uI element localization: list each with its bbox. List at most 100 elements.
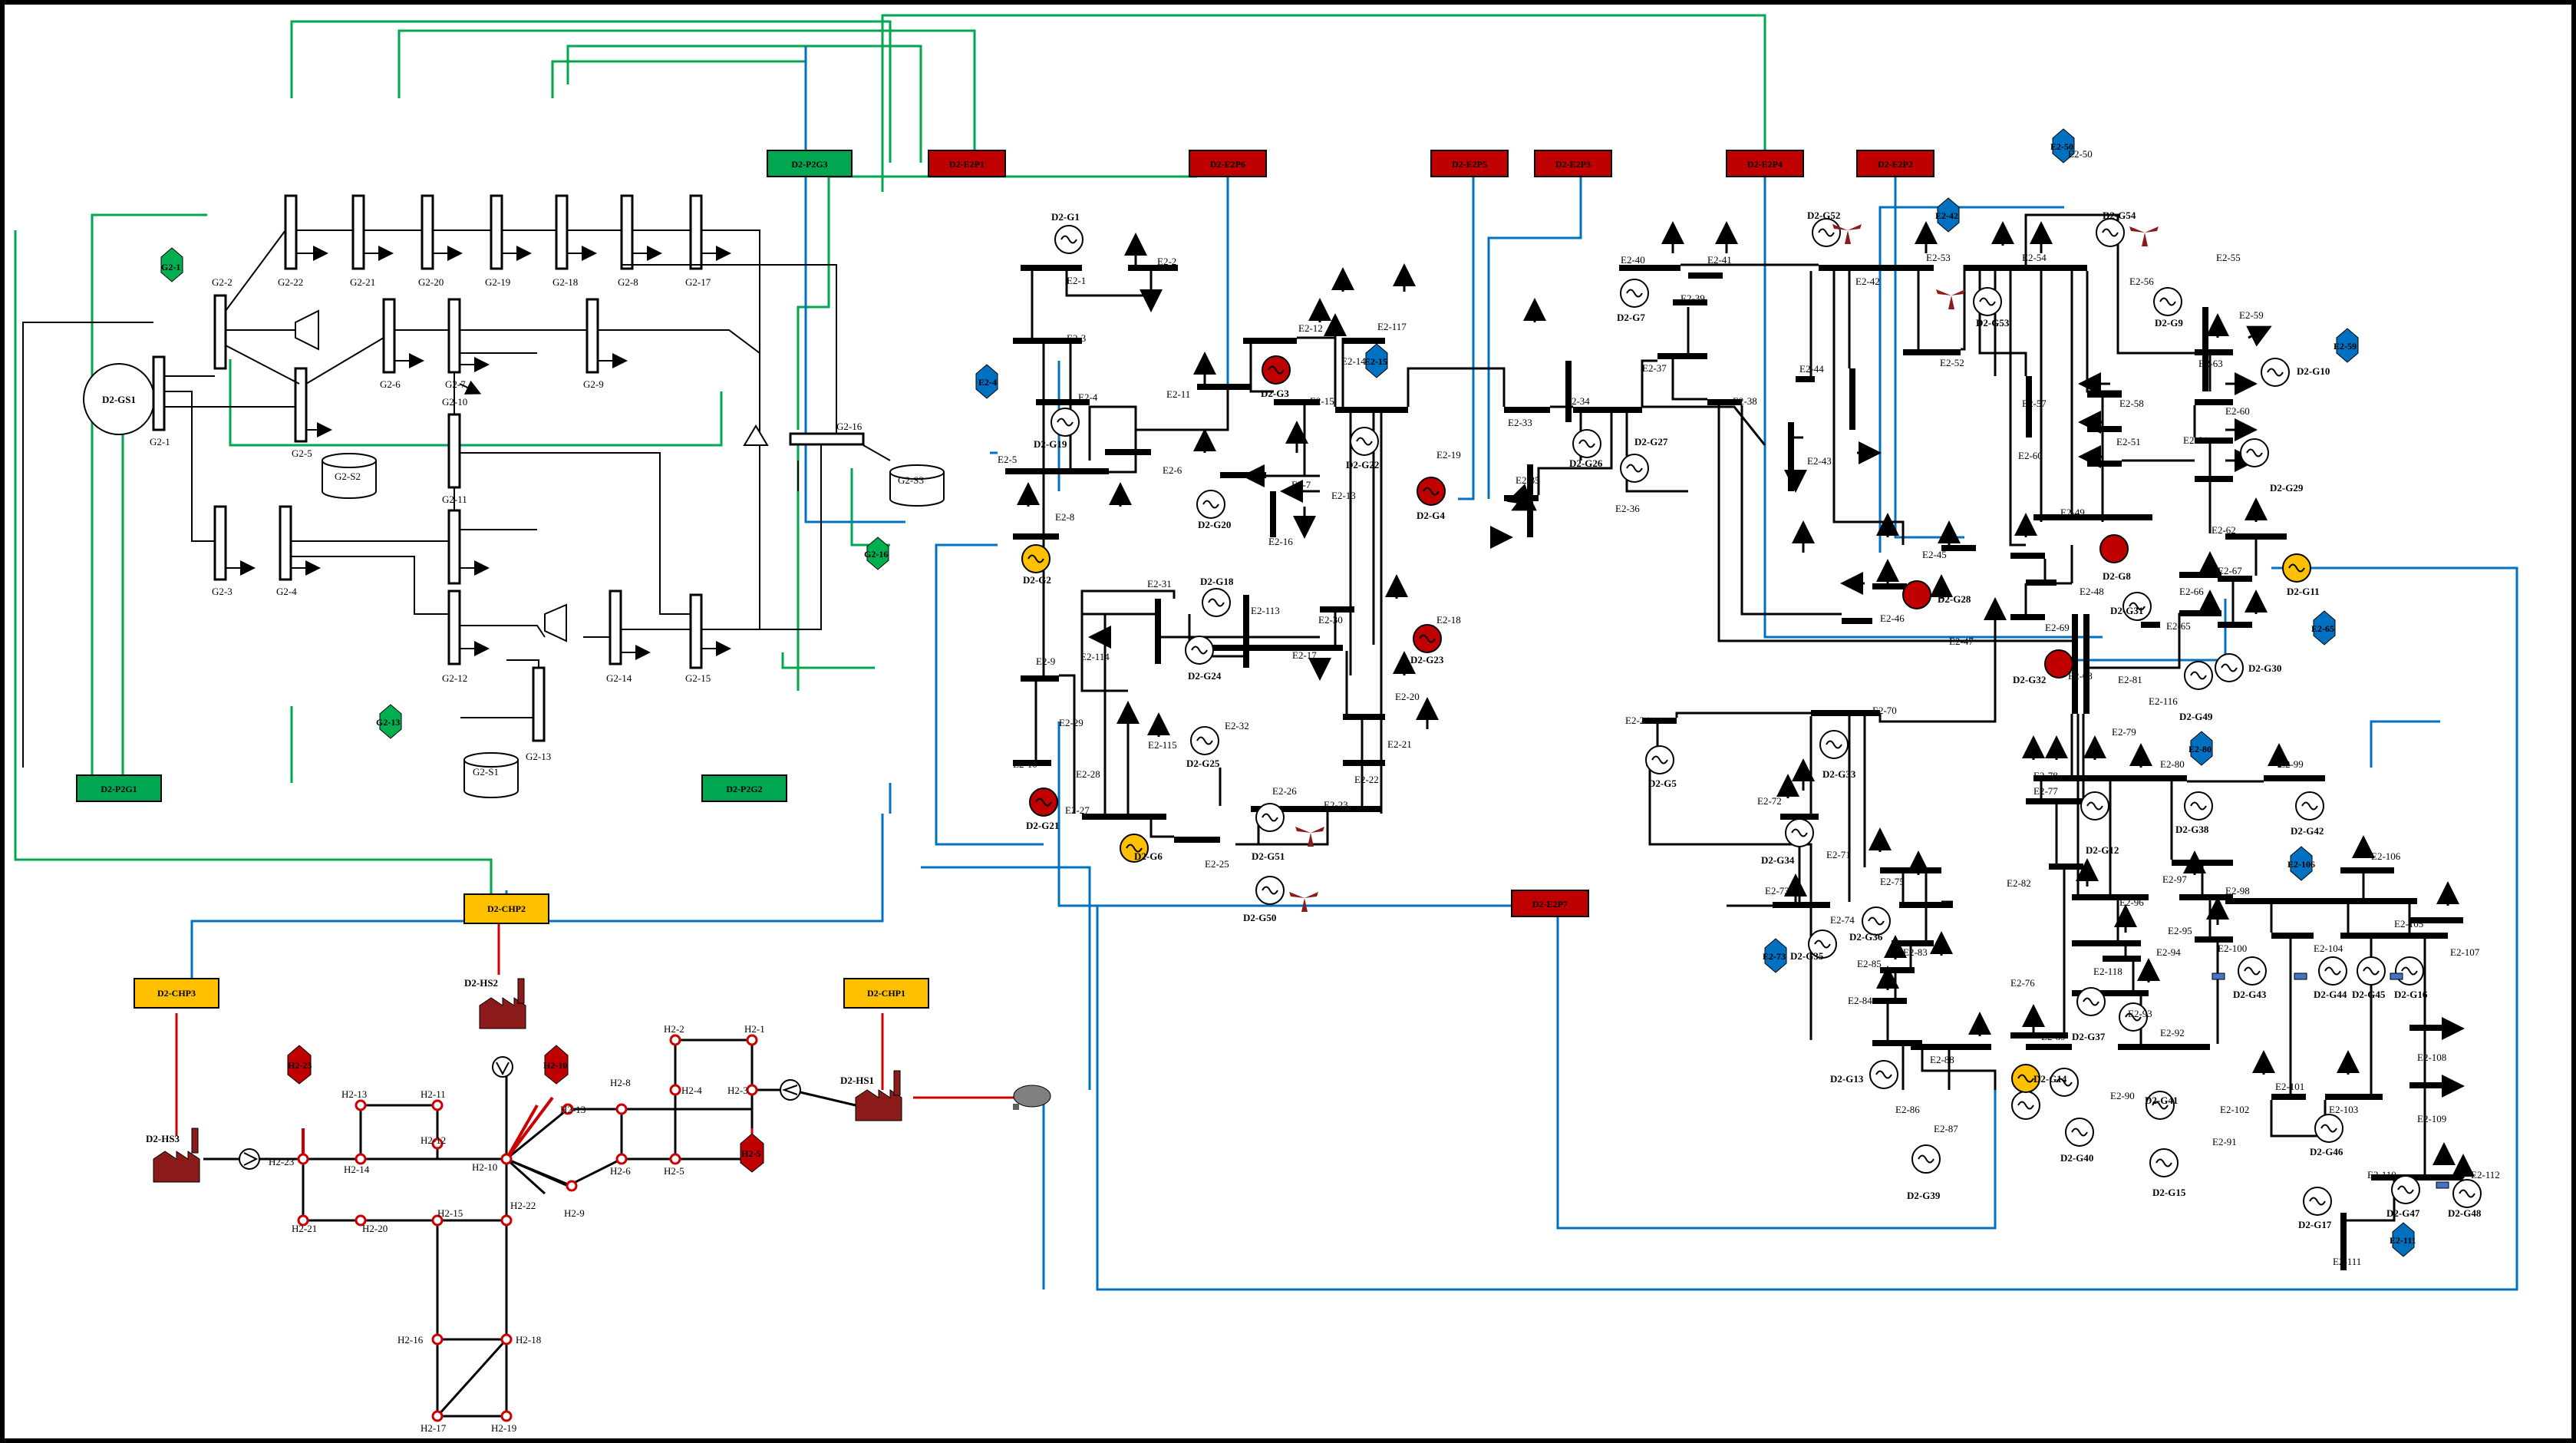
svg-text:E2-88: E2-88 — [1930, 1054, 1954, 1065]
battery-icons — [2212, 972, 2449, 1189]
svg-text:H2-13: H2-13 — [341, 1088, 367, 1100]
svg-text:E2-26: E2-26 — [1272, 785, 1297, 797]
svg-text:E2-25: E2-25 — [1205, 858, 1229, 870]
svg-text:E2-118: E2-118 — [2093, 966, 2122, 977]
gas-bus-g2-10 — [447, 413, 461, 489]
hs3-label: D2-HS3 — [146, 1133, 180, 1144]
svg-text:H2-23: H2-23 — [269, 1156, 294, 1167]
svg-text:E2-5: E2-5 — [998, 454, 1017, 465]
svg-text:H2-5: H2-5 — [741, 1148, 760, 1159]
power-links — [190, 46, 2518, 1291]
svg-text:E2-23: E2-23 — [1324, 799, 1348, 811]
svg-text:E2-50: E2-50 — [2068, 148, 2093, 160]
svg-text:D2-G17: D2-G17 — [2298, 1219, 2332, 1230]
svg-text:E2-60: E2-60 — [2018, 450, 2043, 461]
svg-text:D2-G39: D2-G39 — [1907, 1190, 1941, 1201]
svg-text:E2-106: E2-106 — [2287, 859, 2315, 870]
svg-text:E2-42: E2-42 — [1935, 210, 1958, 221]
generator-icon-red — [1902, 580, 1931, 609]
svg-text:G2-10: G2-10 — [442, 396, 467, 408]
svg-text:E2-7: E2-7 — [1291, 479, 1311, 490]
compressor-icon — [743, 424, 769, 446]
svg-text:E2-55: E2-55 — [2216, 252, 2241, 263]
svg-text:D2-G40: D2-G40 — [2060, 1152, 2093, 1164]
svg-text:D2-G25: D2-G25 — [1186, 758, 1220, 769]
svg-text:H2-6: H2-6 — [610, 1165, 631, 1177]
svg-text:E2-38: E2-38 — [1733, 395, 1757, 407]
svg-text:E2-71: E2-71 — [1826, 849, 1851, 860]
svg-text:H2-13: H2-13 — [560, 1104, 585, 1115]
svg-text:E2-93: E2-93 — [2128, 1008, 2152, 1019]
svg-text:D2-G15: D2-G15 — [2152, 1187, 2186, 1198]
chp1-box — [843, 978, 929, 1009]
svg-text:H2-20: H2-20 — [362, 1223, 388, 1234]
e2p6-box — [1189, 150, 1267, 177]
factory-icon — [855, 1089, 902, 1121]
svg-text:D2-G6: D2-G6 — [1134, 850, 1163, 862]
svg-text:E2-116: E2-116 — [2149, 695, 2178, 707]
svg-text:E2-43: E2-43 — [1807, 455, 1832, 467]
svg-text:E2-1: E2-1 — [1067, 275, 1086, 286]
svg-text:E2-2: E2-2 — [1157, 256, 1176, 267]
svg-text:E2-108: E2-108 — [2417, 1052, 2446, 1063]
svg-text:D2-G36: D2-G36 — [1849, 931, 1883, 943]
svg-text:E2-80: E2-80 — [2188, 744, 2212, 755]
svg-text:E2-28: E2-28 — [1076, 768, 1100, 780]
svg-text:G2-4: G2-4 — [276, 586, 297, 597]
svg-text:E2-65: E2-65 — [2311, 623, 2334, 634]
svg-text:D2-G47: D2-G47 — [2386, 1207, 2420, 1219]
svg-text:G2-16: G2-16 — [836, 421, 863, 432]
e2p5-box — [1430, 150, 1509, 177]
svg-text:H2-22: H2-22 — [510, 1200, 536, 1211]
gas-load-hex — [379, 704, 402, 739]
svg-text:E2-41: E2-41 — [1707, 254, 1732, 266]
p2g2-box — [701, 774, 787, 802]
gas-load-hex — [866, 537, 889, 570]
svg-text:E2-85: E2-85 — [1857, 958, 1882, 969]
svg-text:E2-79: E2-79 — [2112, 726, 2136, 738]
chp3-box — [134, 978, 219, 1009]
svg-text:E2-70: E2-70 — [1872, 705, 1897, 716]
gas-bus-g2-11 — [447, 509, 461, 585]
svg-text:D2-G35: D2-G35 — [1790, 950, 1824, 962]
e2p6-label: D2-E2P6 — [1210, 159, 1245, 170]
svg-text:E2-65: E2-65 — [2166, 620, 2191, 632]
svg-text:H2-8: H2-8 — [610, 1077, 631, 1088]
svg-text:D2-G22: D2-G22 — [1346, 459, 1379, 471]
svg-text:E2-115: E2-115 — [1148, 739, 1177, 751]
svg-text:D2-G2: D2-G2 — [1023, 574, 1051, 586]
gas-bus-g2-9 — [585, 298, 599, 374]
svg-text:E2-32: E2-32 — [1225, 720, 1249, 731]
svg-text:H2-19: H2-19 — [491, 1422, 516, 1434]
svg-text:E2-86: E2-86 — [1895, 1104, 1920, 1115]
svg-text:D2-G32: D2-G32 — [2013, 674, 2046, 685]
svg-text:E2-33: E2-33 — [1508, 417, 1532, 428]
svg-text:E2-89: E2-89 — [2041, 1031, 2066, 1042]
heat-load-hex — [740, 1133, 764, 1173]
svg-text:D2-G12: D2-G12 — [2086, 844, 2119, 856]
svg-text:G2-17: G2-17 — [685, 276, 711, 288]
svg-text:E2-97: E2-97 — [2162, 873, 2187, 885]
svg-text:D2-G52: D2-G52 — [1807, 210, 1840, 221]
svg-text:E2-49: E2-49 — [2060, 507, 2085, 518]
chp3-label: D2-CHP3 — [157, 988, 196, 999]
svg-text:G2-1: G2-1 — [161, 262, 180, 272]
generator-icon-red — [2044, 649, 2073, 679]
svg-text:E2-76: E2-76 — [2010, 977, 2035, 989]
svg-text:G2-14: G2-14 — [606, 672, 632, 684]
svg-text:E2-24: E2-24 — [1625, 715, 1650, 726]
svg-text:E2-18: E2-18 — [1436, 614, 1461, 626]
svg-text:E2-47: E2-47 — [1949, 636, 1974, 647]
svg-text:E2-56: E2-56 — [2129, 276, 2154, 287]
svg-text:E2-34: E2-34 — [1565, 395, 1590, 407]
svg-text:D2-G10: D2-G10 — [2297, 365, 2330, 377]
svg-text:E2-42: E2-42 — [1855, 276, 1880, 287]
svg-text:E2-72: E2-72 — [1757, 795, 1782, 807]
svg-text:E2-106: E2-106 — [2371, 850, 2401, 862]
svg-text:E2-6: E2-6 — [1163, 464, 1182, 476]
gas-hex-loads: G2-1 G2-16 G2-13 — [160, 247, 889, 739]
svg-text:E2-107: E2-107 — [2450, 946, 2480, 958]
gas-bus-g2-5 — [294, 367, 308, 443]
svg-text:G2-11: G2-11 — [442, 494, 467, 505]
svg-text:H2-23: H2-23 — [288, 1060, 312, 1071]
